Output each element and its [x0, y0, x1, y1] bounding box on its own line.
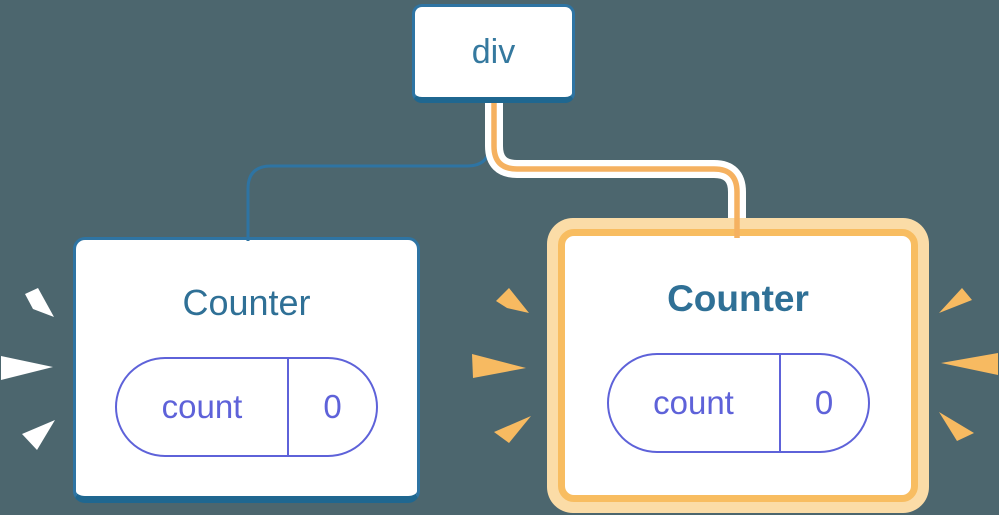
state-key-right: count — [609, 355, 781, 451]
spark-icon — [472, 354, 526, 378]
counter-node-left: Counter count 0 — [73, 237, 420, 503]
edge-highlight-casing — [485, 103, 746, 218]
state-value-right: 0 — [814, 384, 834, 421]
state-key-left: count — [117, 359, 289, 455]
counter-node-right: Counter count 0 — [558, 229, 918, 502]
spark-icon — [22, 420, 55, 450]
counter-node-right-highlight: Counter count 0 — [547, 218, 929, 513]
state-pill-right: count 0 — [606, 353, 870, 453]
spark-icon — [941, 353, 998, 375]
edge-div-to-left-counter — [246, 103, 492, 241]
spark-icon — [496, 288, 529, 313]
counter-left-title: Counter — [182, 282, 311, 323]
root-node-label: div — [471, 32, 516, 71]
counter-right-title: Counter — [667, 278, 809, 319]
root-node-div: div — [412, 4, 575, 103]
spark-icon — [1, 356, 53, 380]
spark-icon — [494, 416, 531, 443]
state-value-left: 0 — [323, 388, 342, 425]
spark-icon — [939, 412, 974, 441]
state-pill-left: count 0 — [115, 357, 378, 457]
spark-icon — [939, 288, 972, 313]
spark-icon — [25, 288, 54, 317]
